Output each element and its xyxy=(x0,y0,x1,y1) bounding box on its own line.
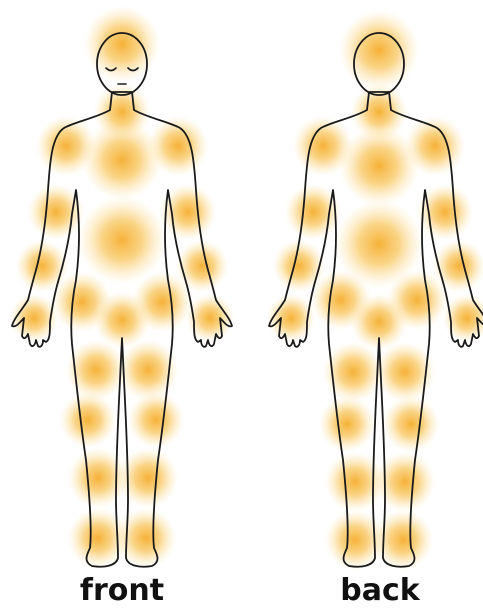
highlight-knee-left xyxy=(60,392,116,448)
back-figure xyxy=(267,10,483,570)
highlight-shoulder-left xyxy=(36,116,96,176)
highlight-knee-right xyxy=(383,396,439,452)
front-figure xyxy=(10,6,234,568)
highlight-knee-left xyxy=(319,396,375,452)
highlight-foot-right xyxy=(116,508,176,568)
highlight-shoulder-right xyxy=(405,116,465,176)
back-view-label: back xyxy=(320,576,440,606)
highlight-shoulder-right xyxy=(148,116,208,176)
highlight-abdomen xyxy=(78,196,166,284)
highlight-knee-right xyxy=(128,392,184,448)
highlight-head xyxy=(84,6,160,82)
front-highlights xyxy=(10,6,234,568)
highlight-head xyxy=(339,10,419,90)
highlight-shoulder-left xyxy=(293,116,353,176)
highlight-heel-right xyxy=(373,510,433,570)
front-view-label: front xyxy=(62,576,182,606)
